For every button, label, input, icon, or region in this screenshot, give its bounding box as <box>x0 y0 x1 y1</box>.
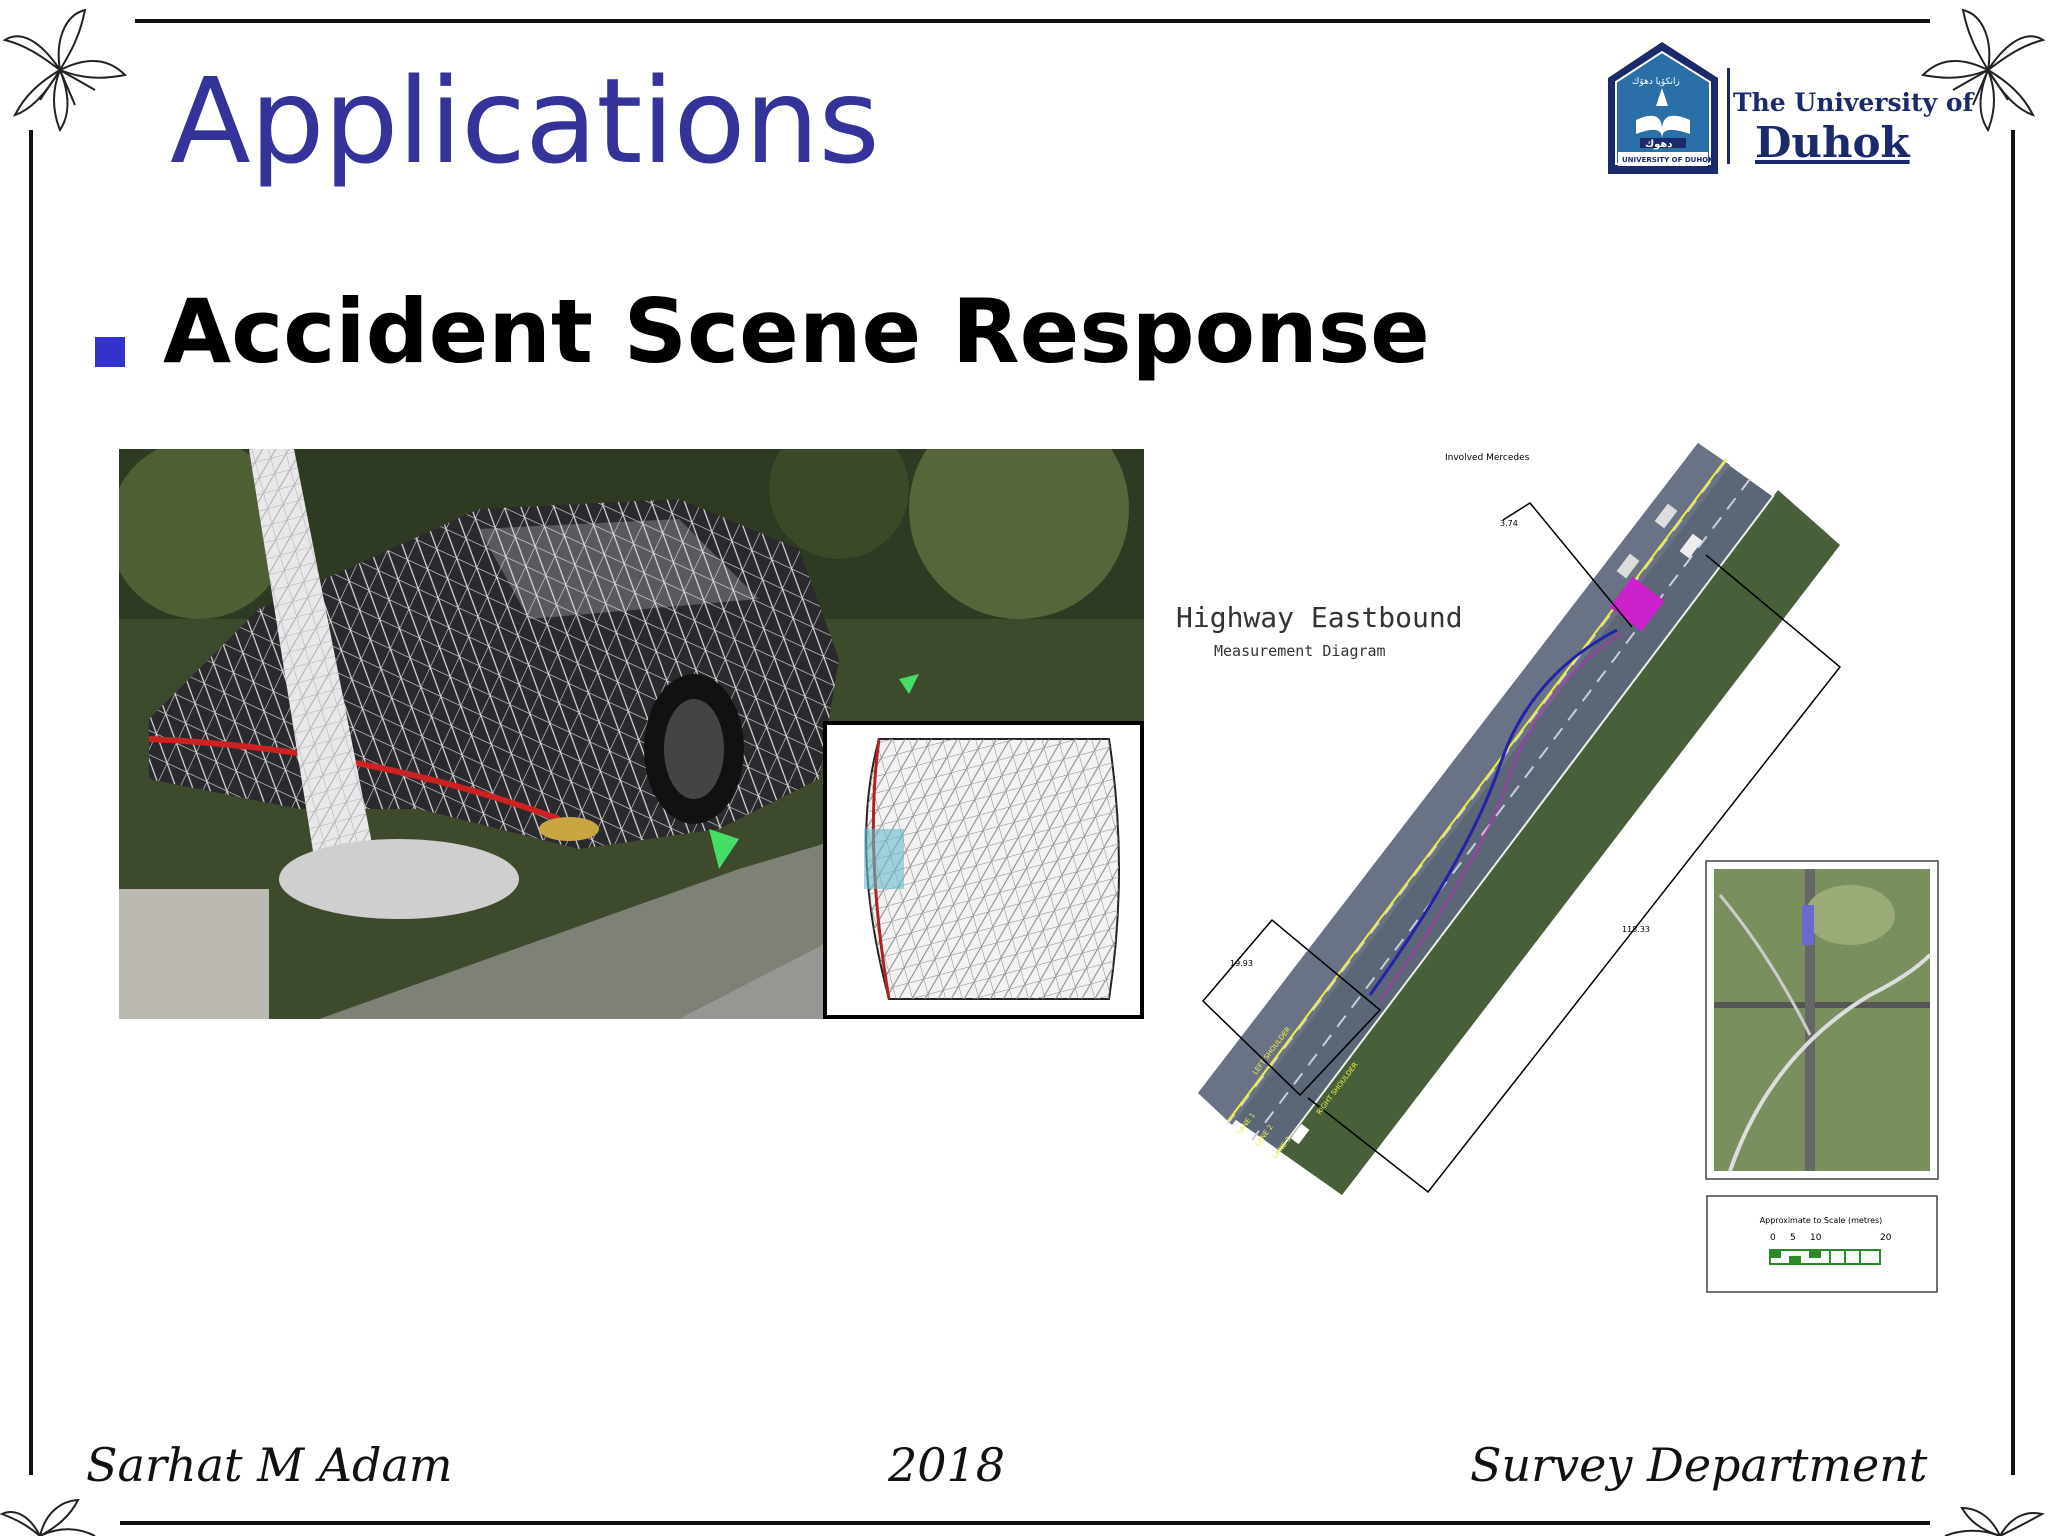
footer-author: Sarhat M Adam <box>86 1438 453 1492</box>
scale-tick: 5 <box>1790 1233 1796 1243</box>
vehicle-icon <box>1616 553 1640 579</box>
seal-text-top: زانكۆیا دهۆك <box>1632 77 1680 87</box>
frame-bottom-border <box>120 1521 1930 1525</box>
diagram-subtitle: Measurement Diagram <box>1214 642 1386 660</box>
lily-ornament-top-left <box>2 8 128 133</box>
lily-ornament-top-right <box>1920 8 2046 133</box>
dimension-left-label: 19.93 <box>1230 959 1253 968</box>
scale-tick: 10 <box>1810 1233 1822 1243</box>
vehicle-icon <box>1654 503 1678 529</box>
frame-right-border <box>2011 130 2015 1475</box>
scale-tick: 20 <box>1880 1233 1892 1243</box>
scale-tick: 0 <box>1770 1233 1776 1243</box>
lily-ornament-bottom-right <box>1944 1506 2045 1536</box>
footer-department: Survey Department <box>1470 1438 1928 1492</box>
frame-top-border <box>135 19 1930 23</box>
bullet-heading: Accident Scene Response <box>163 280 1430 383</box>
involved-vehicle-label: Involved Mercedes <box>1445 453 1530 463</box>
aerial-road-strip <box>1198 443 1840 1195</box>
frame-left-border <box>29 130 33 1475</box>
car-crash-wireframe-photo <box>119 449 1144 1019</box>
seal-text-bottom: UNIVERSITY OF DUHOK <box>1622 156 1714 164</box>
bullet-square <box>95 337 125 367</box>
inset-aerial-map <box>1705 860 1939 1180</box>
lily-ornament-bottom-left <box>0 1498 96 1536</box>
scale-legend: Approximate to Scale (metres) 0 5 10 20 <box>1706 1195 1938 1293</box>
diagram-title: Highway Eastbound <box>1176 601 1463 634</box>
impact-zone-marker <box>1609 576 1665 632</box>
university-seal-icon <box>1608 42 1718 174</box>
dimension-long-label: 118.33 <box>1622 925 1650 934</box>
scale-title: Approximate to Scale (metres) <box>1760 1216 1883 1225</box>
seal-text-mid: دهوك <box>1645 139 1673 150</box>
footer-year: 2018 <box>888 1438 1006 1492</box>
university-name-line1: The University of <box>1733 88 1974 117</box>
dimension-short-label: 3.74 <box>1500 519 1518 528</box>
highway-measurement-diagram: Involved Mercedes 3.74 19.93 118.33 High… <box>1176 443 1939 1195</box>
slide-title: Applications <box>170 52 880 190</box>
vehicle-icon <box>1290 1123 1310 1145</box>
scale-bar <box>1769 1249 1881 1265</box>
logo-divider <box>1727 68 1730 164</box>
vehicle-path-line <box>1368 628 1618 996</box>
vehicle-icon <box>1679 533 1703 559</box>
university-logo: زانكۆیا دهۆك دهوك UNIVERSITY OF DUHOK <box>1608 42 1730 174</box>
university-name-line2: Duhok <box>1755 118 1910 167</box>
